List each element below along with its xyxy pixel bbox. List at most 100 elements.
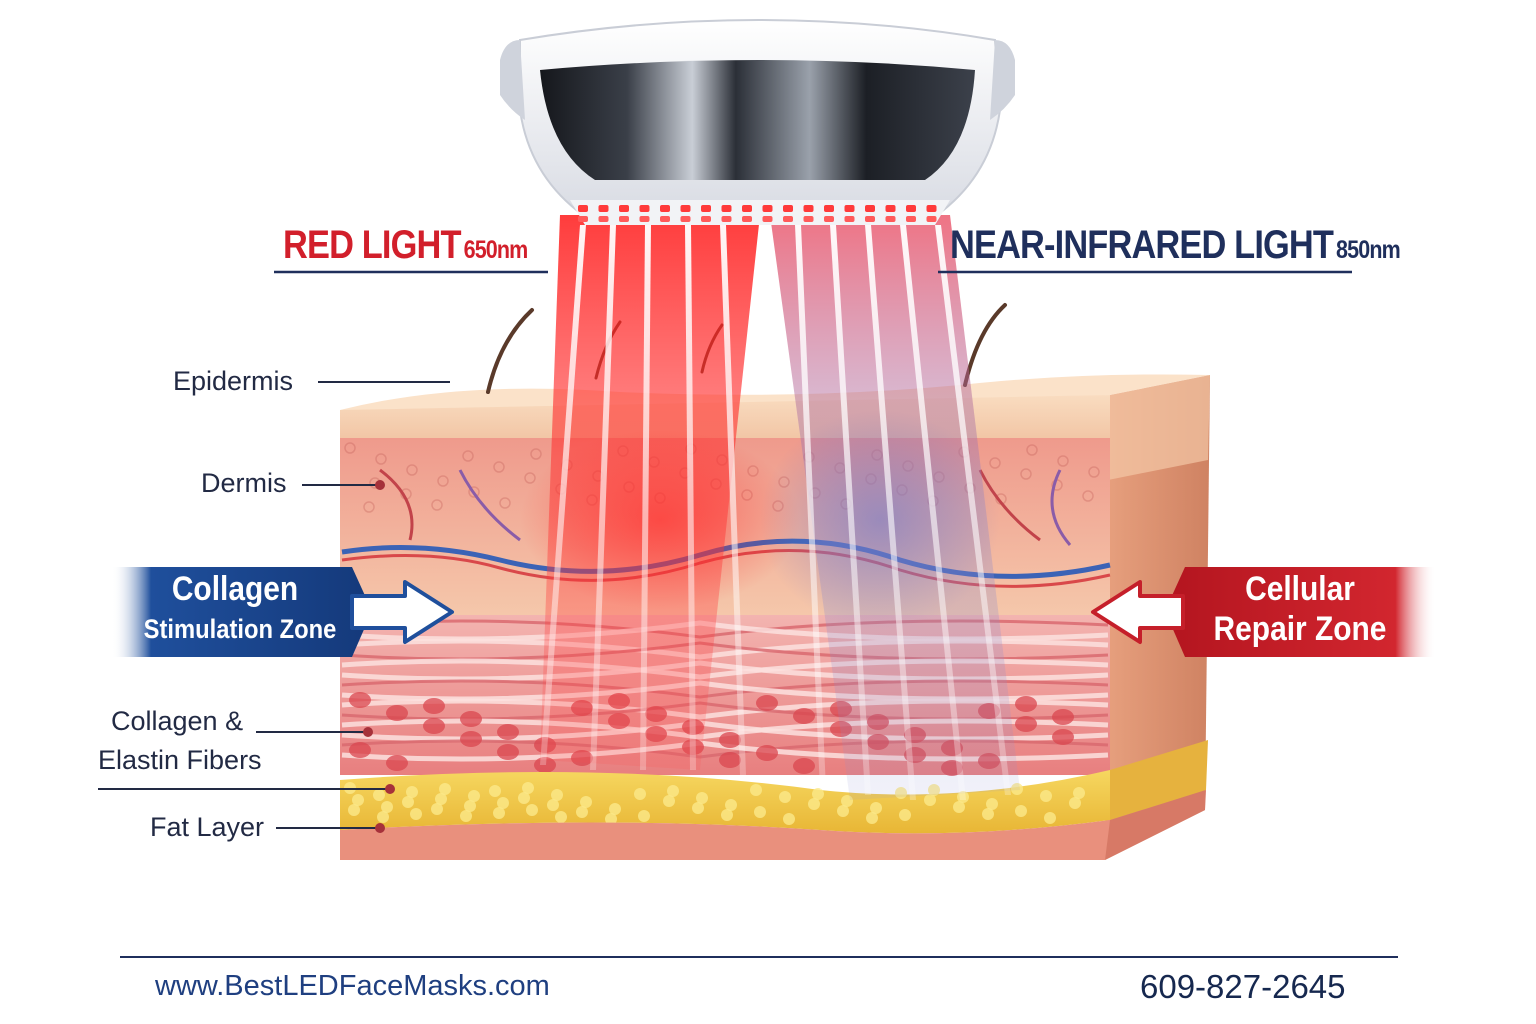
- led-dot: [803, 216, 814, 222]
- fibers-label-line2: Elastin Fibers: [98, 745, 262, 775]
- light-ray: [935, 225, 1011, 795]
- red-light-title: RED LIGHT: [283, 223, 461, 267]
- led-dot: [926, 216, 937, 222]
- fat-cell: [779, 791, 791, 803]
- dermis-cell: [1057, 455, 1069, 467]
- fat-cell: [410, 808, 422, 820]
- led-dot: [701, 216, 711, 222]
- tissue-cell: [349, 742, 371, 758]
- led-dot: [783, 216, 793, 222]
- fat-cell: [1015, 805, 1027, 817]
- red-light-heading: RED LIGHT 650nm: [283, 223, 528, 268]
- led-dot: [701, 205, 711, 212]
- fat-cell: [982, 808, 994, 820]
- fat-cell: [663, 795, 675, 807]
- epidermis-label: Epidermis: [173, 366, 294, 396]
- fat-cell: [870, 802, 882, 814]
- led-dot: [865, 205, 875, 212]
- fat-cell: [435, 793, 447, 805]
- repair-zone-line2: Repair Zone: [1213, 610, 1387, 648]
- fat-cell: [609, 803, 621, 815]
- led-dot: [885, 216, 896, 222]
- fat-cell: [439, 783, 451, 795]
- led-dot: [578, 205, 588, 212]
- light-ray: [795, 225, 826, 790]
- tissue-cell: [460, 731, 482, 747]
- fat-cell: [986, 798, 998, 810]
- repair-zone-line1: Cellular: [1245, 570, 1355, 608]
- fat-cell: [377, 811, 389, 823]
- fat-cell: [580, 796, 592, 808]
- nir-light-heading: NEAR-INFRARED LIGHT 850nm: [950, 223, 1401, 268]
- fat-cell: [808, 798, 820, 810]
- tissue-cell: [386, 755, 408, 771]
- dermis-cell: [431, 499, 443, 511]
- fat-cell: [899, 809, 911, 821]
- fat-cell: [348, 804, 360, 816]
- led-dot: [721, 205, 732, 212]
- led-dot: [906, 205, 916, 212]
- collagen-zone-line1: Collagen: [171, 570, 299, 608]
- dermis-cell: [493, 461, 505, 473]
- dermis-cell: [530, 448, 542, 460]
- fat-cell: [497, 797, 509, 809]
- led-dot: [844, 205, 855, 212]
- tissue-cell: [756, 745, 778, 761]
- fat-cell: [489, 785, 501, 797]
- footer-website: www.BestLEDFaceMasks.com: [155, 970, 550, 1002]
- tissue-cell: [793, 758, 815, 774]
- tissue-cell: [1052, 729, 1074, 745]
- led-dot: [639, 216, 650, 222]
- fat-cell: [493, 807, 505, 819]
- tissue-cell: [460, 711, 482, 727]
- led-dot: [803, 205, 814, 212]
- dermis-cell: [363, 501, 375, 513]
- fat-cell: [866, 812, 878, 824]
- fat-cell: [837, 805, 849, 817]
- led-dot: [762, 216, 773, 222]
- fat-cell: [1069, 797, 1081, 809]
- light-ray: [685, 225, 696, 770]
- fat-cell: [526, 804, 538, 816]
- led-dot: [824, 216, 834, 222]
- led-dot: [865, 216, 875, 222]
- tissue-cell: [423, 718, 445, 734]
- led-dot: [742, 216, 752, 222]
- led-dot: [783, 205, 793, 212]
- led-dot: [680, 205, 691, 212]
- led-dot: [639, 205, 650, 212]
- led-dot: [824, 205, 834, 212]
- dermis-cell: [344, 442, 356, 454]
- fat-cell: [402, 796, 414, 808]
- footer-phone: 609-827-2645: [1140, 968, 1346, 1005]
- led-dot: [926, 205, 937, 212]
- led-dot: [844, 216, 855, 222]
- fat-cell: [460, 810, 472, 822]
- fat-cell: [576, 806, 588, 818]
- tissue-cell: [756, 695, 778, 711]
- led-dot: [619, 205, 629, 212]
- fat-cell: [754, 806, 766, 818]
- led-dot: [885, 205, 896, 212]
- fat-layer-label: Fat Layer: [150, 812, 265, 842]
- led-dot: [660, 216, 670, 222]
- fat-cell: [605, 813, 617, 825]
- fat-cell: [1040, 790, 1052, 802]
- fat-cell: [522, 782, 534, 794]
- dermis-cell: [406, 464, 418, 476]
- fat-cell: [692, 802, 704, 814]
- fat-cell: [750, 784, 762, 796]
- nir-light-title: NEAR-INFRARED LIGHT: [950, 223, 1334, 267]
- dermis-cell: [1088, 466, 1100, 478]
- tissue-cell: [1052, 709, 1074, 725]
- fat-cell: [634, 788, 646, 800]
- fat-cell: [518, 792, 530, 804]
- dermis-cell: [1082, 490, 1094, 502]
- dermis-cell: [524, 472, 536, 484]
- tissue-cell: [793, 708, 815, 724]
- tissue-cell: [497, 744, 519, 760]
- dermis-cell: [1026, 444, 1038, 456]
- fat-cell: [1073, 787, 1085, 799]
